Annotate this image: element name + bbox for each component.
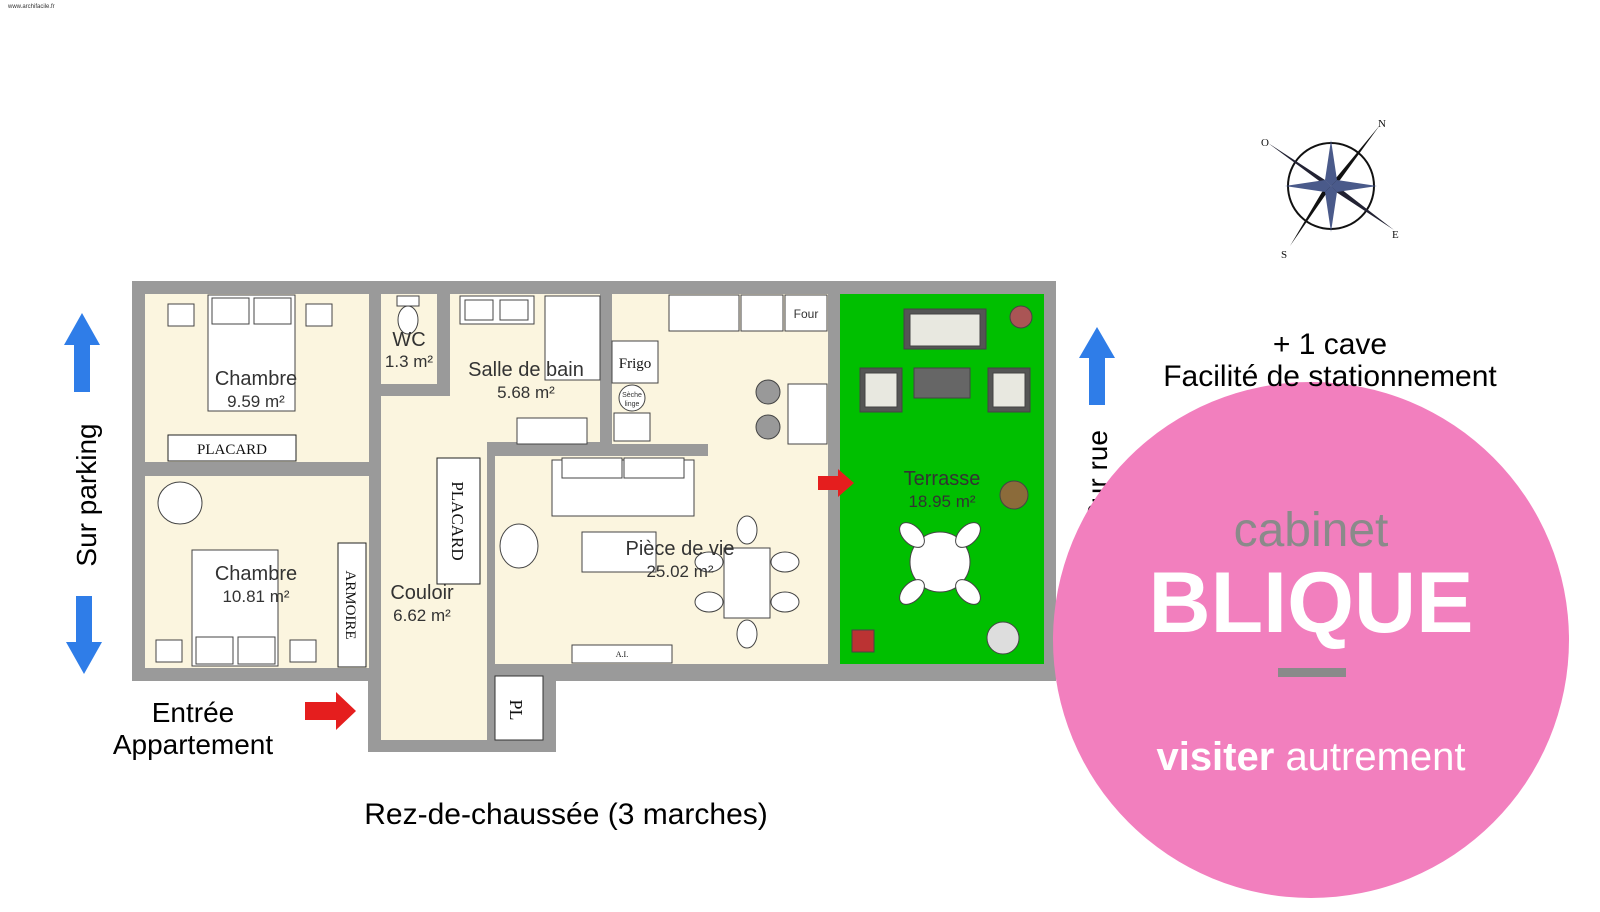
cave-label: + 1 cave [1273,328,1387,361]
pl-closet [494,675,544,741]
logo-blique: BLIQUE [1149,555,1474,651]
placard-corridor [436,457,481,585]
logo-tagline: visiter autrement [1156,735,1465,779]
room-name: Couloir [390,582,454,604]
placard-label: PLACARD [197,442,267,458]
tv-label: A.I. [616,650,628,659]
room-area: 18.95 m² [908,492,975,511]
room-area: 10.81 m² [222,587,289,606]
room-name: Salle de bain [468,359,584,381]
arrow-up-icon [1079,327,1115,405]
placard-label: PLACARD [448,481,467,560]
logo-bar [1278,668,1346,677]
compass-rose-icon: N O E S [1261,118,1399,261]
arrow-up-icon [64,313,100,392]
room-area: 1.3 m² [385,352,434,371]
compass-n: N [1378,118,1386,130]
logo-cabinet: cabinet [1234,504,1389,557]
four-label: Four [794,307,819,321]
room-name: Pièce de vie [626,538,735,560]
compass-e: E [1392,229,1399,241]
frigo-label: Frigo [619,356,652,372]
compass-o: O [1261,137,1269,149]
entree-label: Entrée [152,697,235,728]
entrance-arrow-icon [305,692,356,730]
parking-facility-label: Facilité de stationnement [1163,360,1497,393]
room-area: 9.59 m² [227,392,285,411]
logo-tag-visiter: visiter [1156,735,1274,779]
furniture [155,294,1033,667]
floor-label: Rez-de-chaussée (3 marches) [364,798,768,831]
room-area: 5.68 m² [497,383,555,402]
room-name: Terrasse [904,468,981,490]
sur-parking-label: Sur parking [71,423,102,566]
room-area: 25.02 m² [646,562,713,581]
arrow-down-icon [66,596,102,674]
pl-label: PL [506,699,526,720]
armoire [337,542,367,668]
room-labels: Chambre 9.59 m² Chambre 10.81 m² WC 1.3 … [215,329,980,625]
logo-circle [1053,382,1569,898]
room-name: Chambre [215,368,297,390]
terrace-floor [840,294,1044,664]
terrace-arrow-icon [818,469,854,497]
compass-s: S [1281,249,1287,261]
entree-label: Appartement [113,729,274,760]
room-name: Chambre [215,563,297,585]
seche-linge-label: Sèche [622,392,642,399]
armoire-label: ARMOIRE [342,570,358,639]
watermark: www.archifacile.fr [7,4,55,10]
placard-bedroom1 [167,434,297,462]
logo-tag-autrement: autrement [1285,735,1465,779]
room-area: 6.62 m² [393,606,451,625]
room-name: WC [392,329,425,351]
seche-linge-label: linge [625,401,640,408]
